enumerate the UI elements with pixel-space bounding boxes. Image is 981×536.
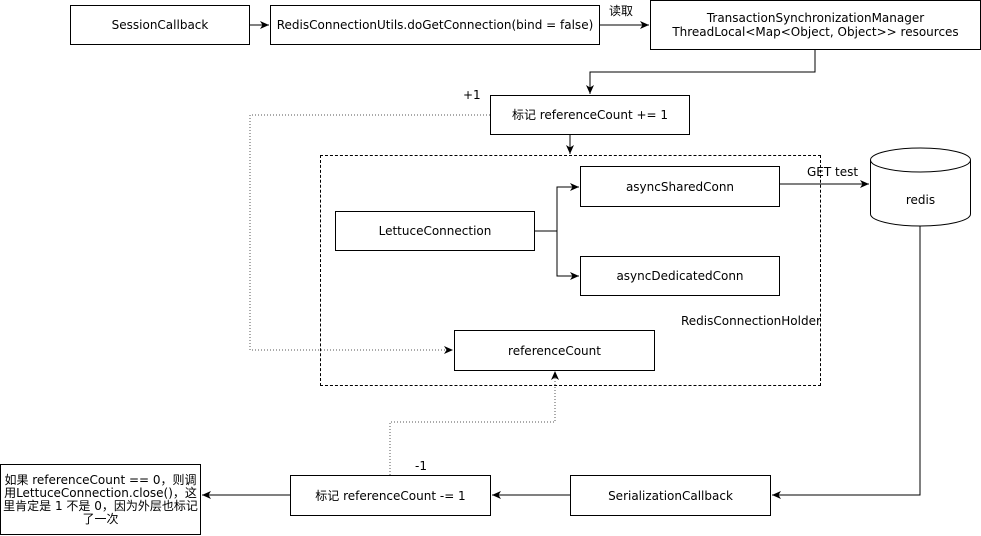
mark-decrement-node[interactable]: 标记 referenceCount -= 1 [290,475,491,516]
close-note-node[interactable]: 如果 referenceCount == 0，则调用LettuceConnect… [0,464,201,535]
minus-one-edge-label: -1 [415,459,427,473]
read-edge-label: 读取 [609,4,634,18]
edge-tsm-to-increment [586,50,816,94]
async-dedicated-conn-label: asyncDedicatedConn [616,269,744,283]
lettuce-connection-label: LettuceConnection [378,224,492,238]
session-callback-label: SessionCallback [111,18,209,32]
mark-decrement-label: 标记 referenceCount -= 1 [315,488,466,503]
edge-redis-to-serialization [772,223,921,499]
plus-one-edge-label: +1 [463,88,481,102]
do-get-connection-node[interactable]: RedisConnectionUtils.doGetConnection(bin… [270,5,600,45]
do-get-connection-label: RedisConnectionUtils.doGetConnection(bin… [276,18,594,32]
edge-increment-to-refcount [249,114,490,354]
reference-count-label: referenceCount [508,343,601,358]
edge-lettuce-to-shared [535,183,579,232]
serialization-callback-label: SerializationCallback [608,488,733,503]
serialization-callback-node[interactable]: SerializationCallback [570,475,771,516]
redis-database-node[interactable]: redis [870,147,971,227]
tsm-label-line1: TransactionSynchronizationManager [706,11,925,25]
tsm-label-line2: ThreadLocal<Map<Object, Object>> resourc… [672,25,959,39]
reference-count-node[interactable]: referenceCount [454,330,655,371]
database-icon [870,147,971,227]
async-shared-conn-node[interactable]: asyncSharedConn [580,166,780,207]
mark-increment-label: 标记 referenceCount += 1 [511,108,669,122]
transaction-sync-manager-node[interactable]: TransactionSynchronizationManager Thread… [650,0,981,50]
close-note-label: 如果 referenceCount == 0，则调用LettuceConnect… [3,472,198,526]
holder-label: RedisConnectionHolder [681,314,821,328]
lettuce-connection-node[interactable]: LettuceConnection [335,211,535,251]
async-shared-conn-label: asyncSharedConn [625,179,735,194]
edge-decrement-to-refcount [389,371,559,475]
edge-lettuce-to-dedicated [556,231,579,280]
get-test-edge-label: GET test [807,165,859,179]
session-callback-node[interactable]: SessionCallback [70,5,250,45]
redis-connection-holder-container [320,155,821,386]
async-dedicated-conn-node[interactable]: asyncDedicatedConn [580,256,780,296]
mark-increment-node[interactable]: 标记 referenceCount += 1 [490,95,690,135]
redis-label: redis [905,193,936,207]
